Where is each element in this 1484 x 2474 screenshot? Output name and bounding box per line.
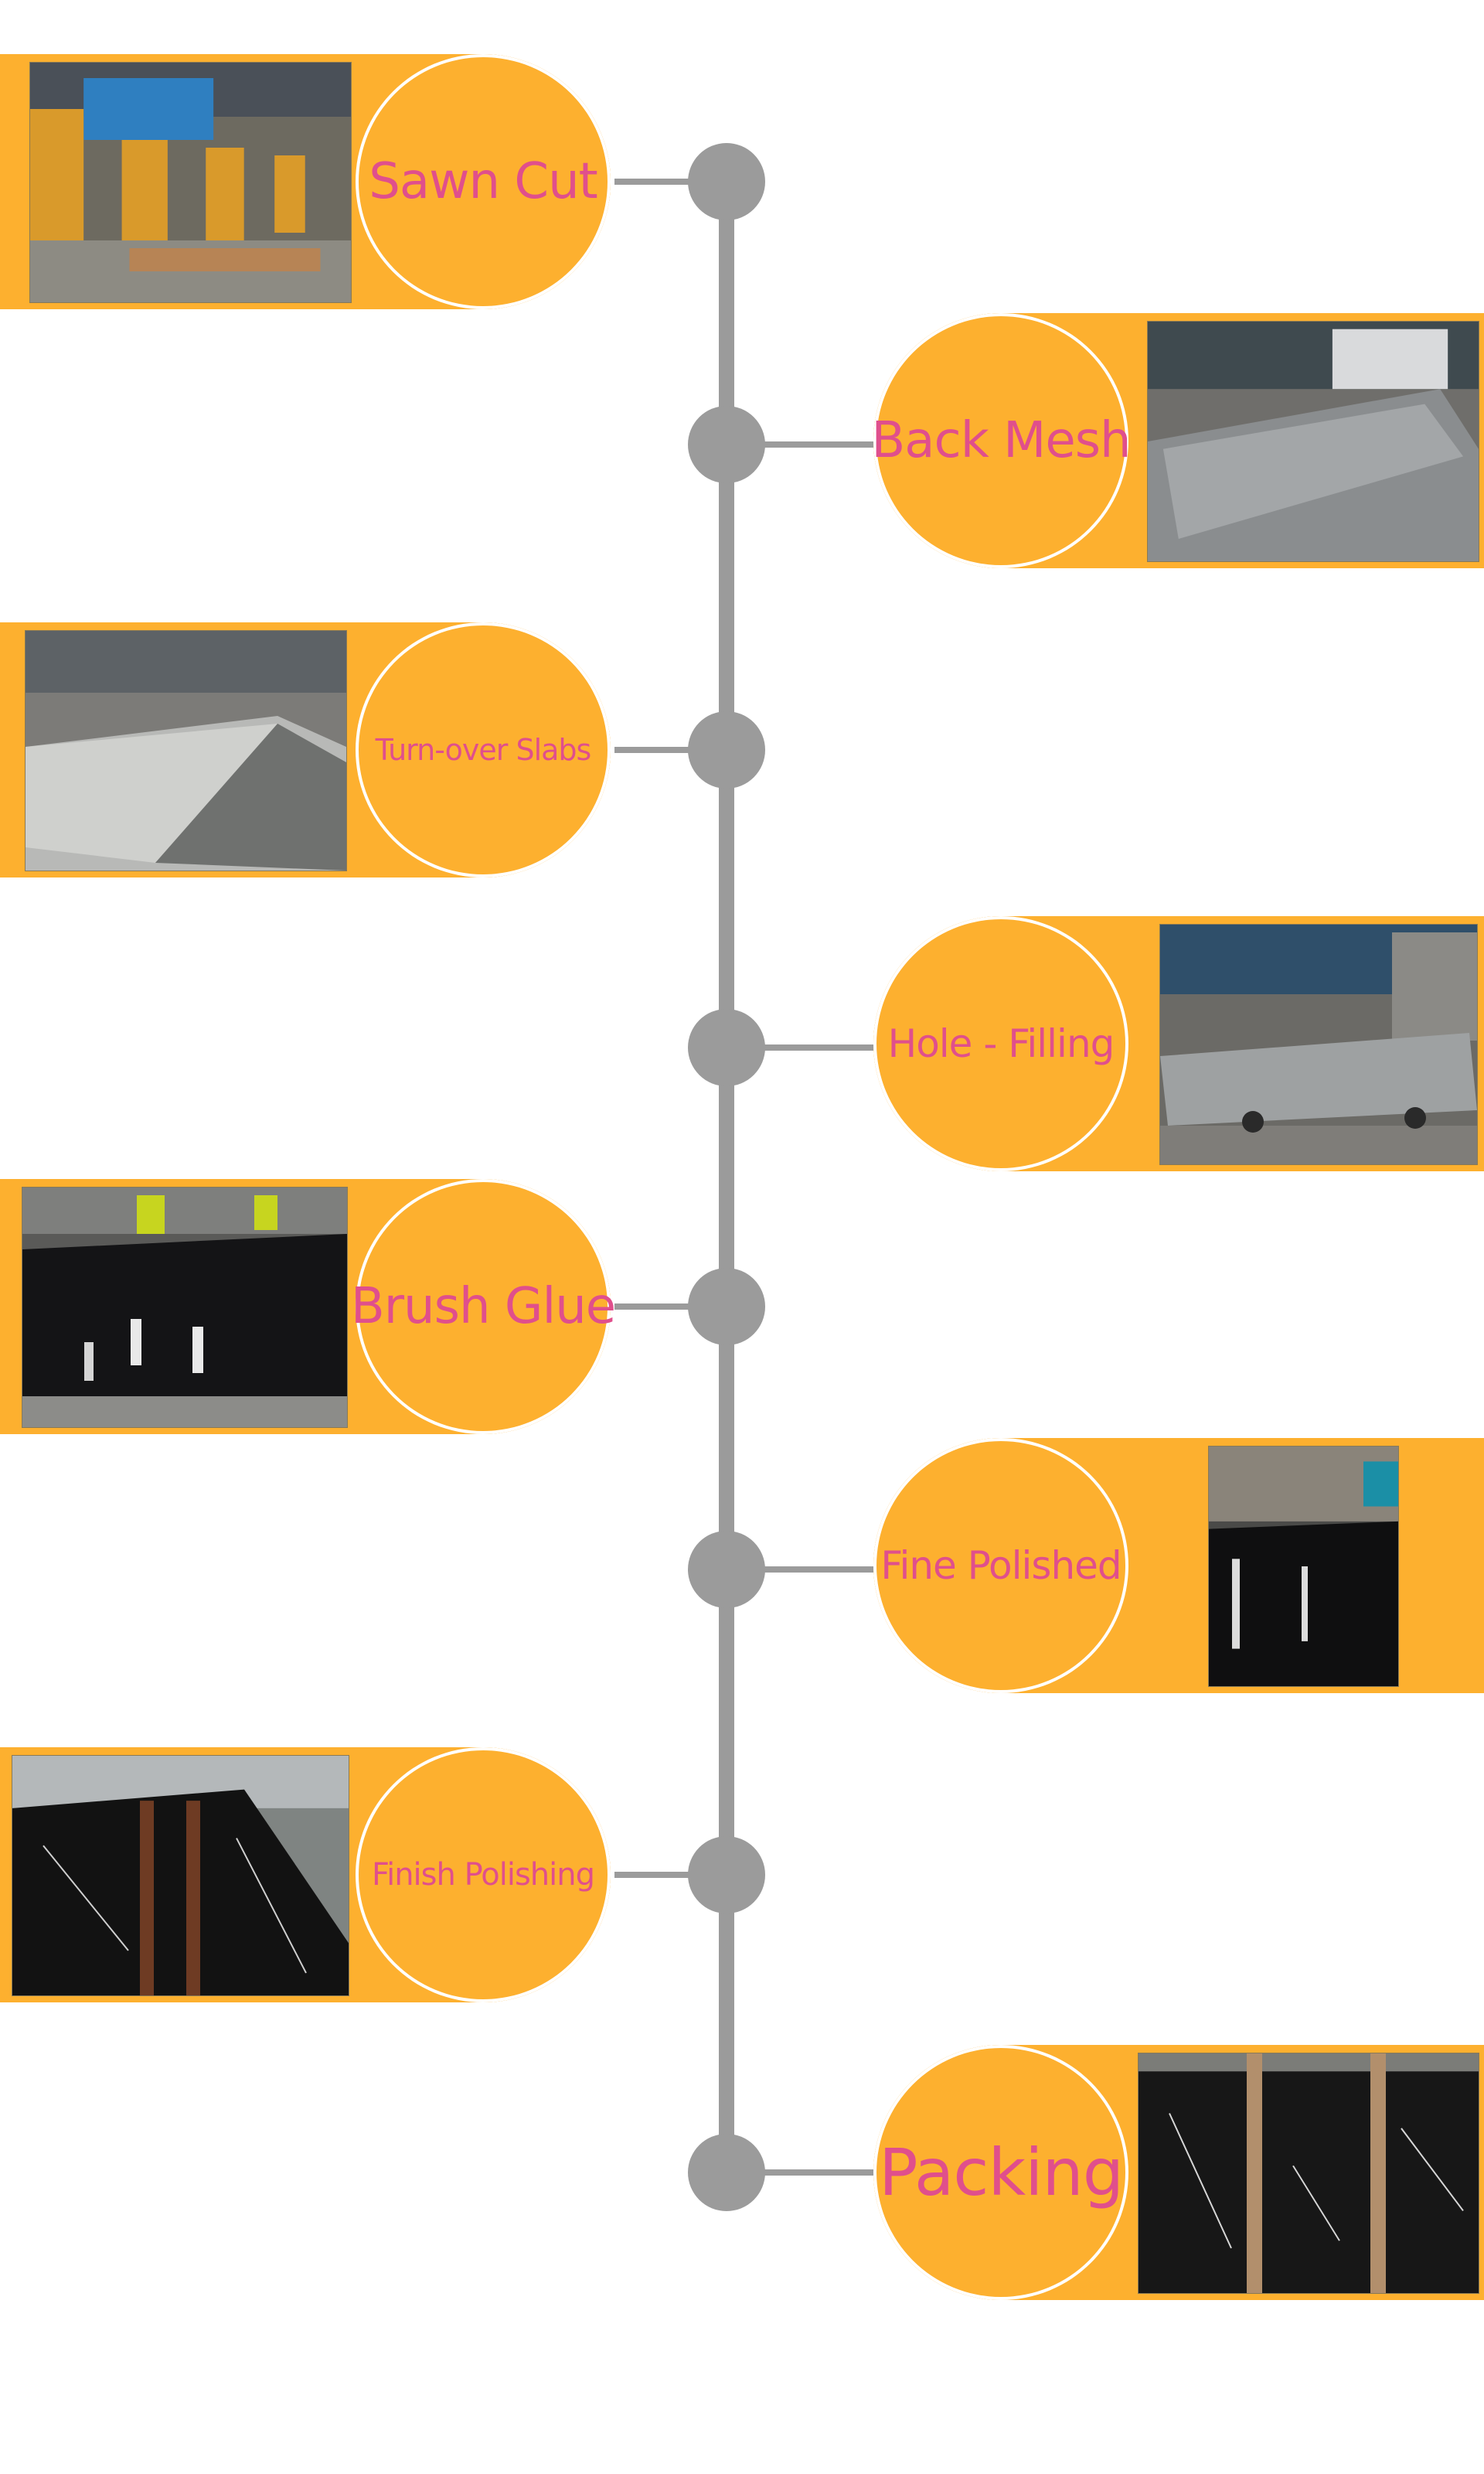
step-card-hole-filling: Hole - Filling [873, 916, 1484, 1171]
step-label: Sawn Cut [369, 153, 597, 210]
timeline-dot [688, 2134, 765, 2211]
finished-black-slab-photo [12, 1755, 349, 1996]
step-card-packing: Packing [873, 2045, 1484, 2300]
timeline-dot [688, 1268, 765, 1345]
step-circle: Fine Polished [873, 1438, 1128, 1693]
step-circle: Packing [873, 2045, 1128, 2300]
timeline-dot [688, 1531, 765, 1608]
step-circle: Turn-over Slabs [356, 622, 611, 877]
timeline-dot [688, 711, 765, 789]
step-circle: Hole - Filling [873, 916, 1128, 1171]
step-label: Turn-over Slabs [375, 733, 592, 767]
step-card-back-mesh: Back Mesh [871, 313, 1484, 568]
timeline-dot [688, 143, 765, 220]
timeline-dot [688, 406, 765, 483]
slab-with-mesh-photo [1147, 321, 1479, 562]
step-card-finish-polishing: Finish Polishing [0, 1747, 611, 2002]
step-label: Fine Polished [880, 1543, 1122, 1588]
step-label: Back Mesh [871, 412, 1131, 469]
step-circle: Finish Polishing [356, 1747, 611, 2002]
timeline-dots [688, 143, 765, 2211]
packed-slabs-photo [1138, 2053, 1479, 2294]
turned-slab-photo [25, 630, 347, 871]
step-label: Hole - Filling [887, 1021, 1115, 1066]
slab-on-cart-photo [1159, 924, 1478, 1165]
step-label: Finish Polishing [371, 1857, 595, 1893]
step-label: Brush Glue [350, 1278, 616, 1335]
step-card-brush-glue: Brush Glue [0, 1179, 616, 1434]
polished-black-slab-photo [1208, 1446, 1399, 1687]
gang-saw-machine-photo [29, 62, 352, 303]
workers-gluing-photo [22, 1187, 348, 1428]
step-circle: Back Mesh [871, 313, 1132, 568]
step-card-turn-over-slabs: Turn-over Slabs [0, 622, 611, 877]
timeline-dot [688, 1836, 765, 1913]
step-circle: Brush Glue [351, 1179, 616, 1434]
step-circle: Sawn Cut [356, 54, 611, 309]
step-label: Packing [878, 2135, 1124, 2210]
timeline-dot [688, 1009, 765, 1086]
step-card-fine-polished: Fine Polished [873, 1438, 1484, 1693]
step-card-sawn-cut: Sawn Cut [0, 54, 611, 309]
